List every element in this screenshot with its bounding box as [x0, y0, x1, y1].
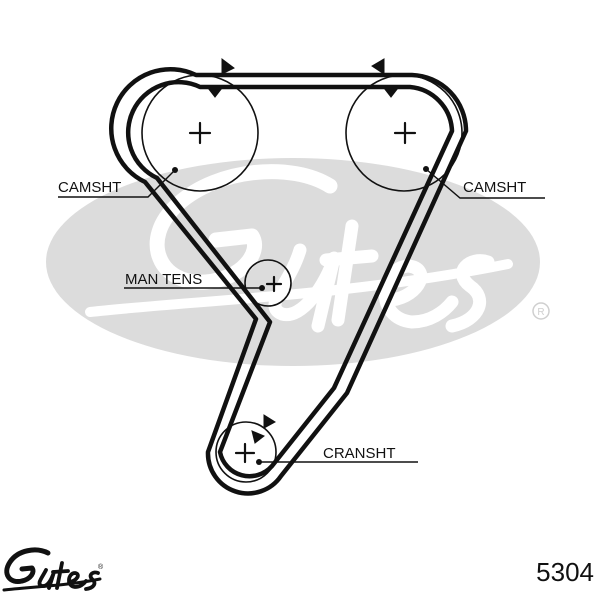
label-left-camshaft: CAMSHT — [58, 179, 121, 196]
left-camshaft-center-icon — [188, 121, 212, 145]
logo-registered-mark: ® — [98, 563, 104, 571]
pulleys — [141, 74, 463, 483]
right-camshaft-belt-mark-icon — [371, 58, 385, 75]
right-camshaft-center-icon — [393, 121, 417, 145]
label-tensioner: MAN TENS — [125, 271, 202, 288]
leader-dot-left-camshaft — [172, 167, 178, 173]
right-camshaft-pulley — [345, 74, 463, 192]
left-camshaft-pulley — [141, 74, 259, 192]
watermark-script-logo — [85, 164, 513, 333]
leader-dot-crankshaft — [256, 459, 262, 465]
watermark-registered-letter: R — [537, 307, 544, 318]
tensioner-center-icon — [265, 275, 283, 293]
part-number: 5304 — [536, 557, 594, 587]
leader-dot-right-camshaft — [423, 166, 429, 172]
watermark-registered-circle — [532, 302, 550, 320]
leader-right-camshaft — [425, 168, 545, 199]
leader-left-camshaft — [58, 169, 176, 198]
leader-dot-tensioner — [259, 285, 265, 291]
timing-belt — [109, 67, 469, 496]
label-crankshaft: CRANSHT — [323, 445, 396, 462]
left-camshaft-belt-mark-icon — [221, 58, 235, 75]
leader-dots — [172, 166, 429, 465]
gates-logo: ® — [2, 547, 104, 592]
pulley-centers — [188, 121, 417, 464]
belt-outer-edge — [109, 67, 469, 496]
belt-inner-edge — [125, 79, 455, 479]
timing-marks — [206, 58, 400, 444]
tensioner-pulley — [244, 259, 292, 307]
label-right-camshaft: CAMSHT — [463, 179, 526, 196]
crankshaft-pulley-mark-icon — [251, 430, 265, 444]
crankshaft-center-icon — [234, 442, 256, 464]
crankshaft-pulley — [215, 421, 277, 483]
left-camshaft-pulley-mark-icon — [206, 87, 224, 98]
crankshaft-belt-mark-icon — [263, 414, 276, 429]
right-camshaft-pulley-mark-icon — [382, 87, 400, 98]
leader-lines — [58, 168, 545, 463]
